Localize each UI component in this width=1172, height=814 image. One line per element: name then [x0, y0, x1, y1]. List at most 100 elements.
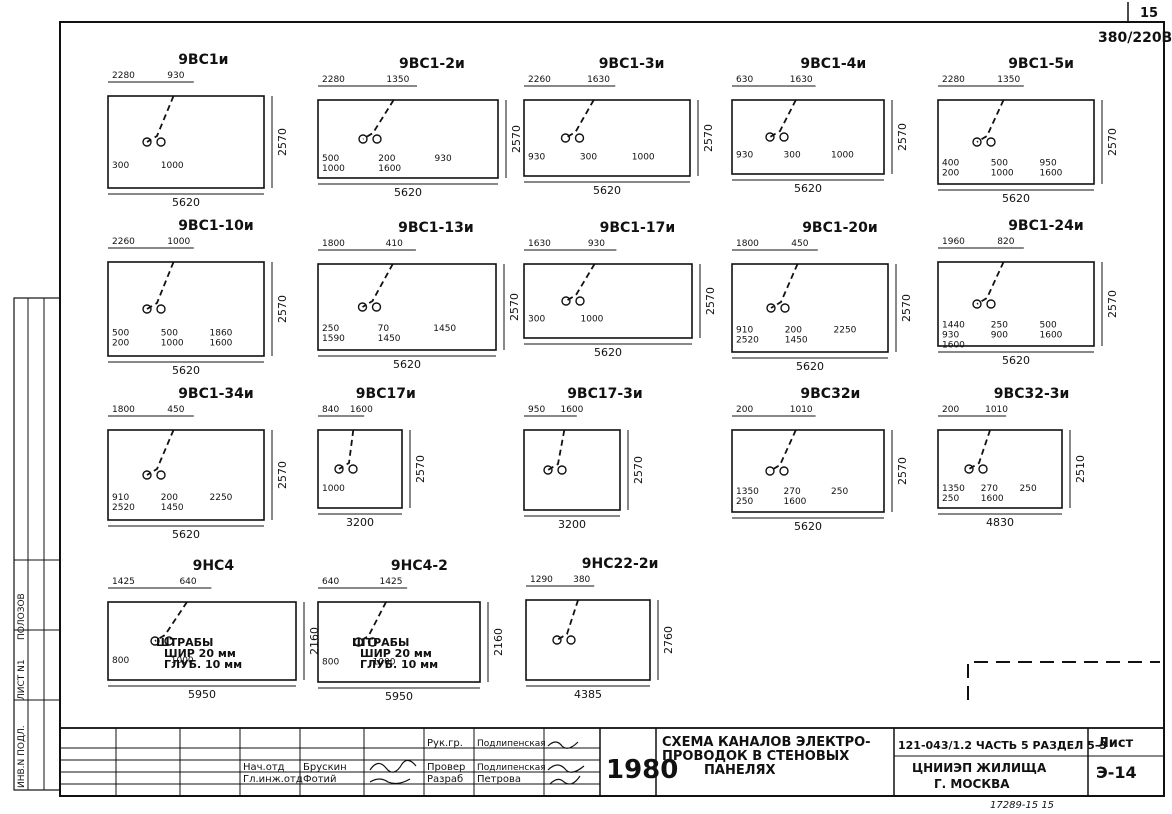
panel-outline	[731, 99, 885, 175]
dim-label: 1600	[942, 341, 965, 351]
dim-width: 5620	[594, 346, 622, 359]
channel-path	[146, 95, 175, 143]
drawing-title-line2: ПРОВОДОК В СТЕНОВЫХ	[662, 749, 849, 764]
dim-label: 200	[785, 326, 802, 336]
dim-label: 1630	[528, 239, 551, 249]
dim-label: 910	[736, 326, 753, 336]
dim-label: 300	[784, 151, 801, 161]
dim-label: 270	[981, 484, 998, 494]
outlet-box	[574, 133, 585, 143]
dim-height: 2760	[662, 626, 675, 654]
panel-title: 9ВС1-17и	[600, 220, 676, 236]
panel-outline	[525, 599, 651, 681]
dim-height: 2570	[276, 295, 289, 323]
channel-path	[154, 601, 188, 642]
dim-label: 2280	[942, 75, 965, 85]
panel-title: 9НС4	[193, 558, 235, 574]
dim-label: 1450	[785, 336, 808, 346]
dim-width: 5620	[1002, 354, 1030, 367]
outlet-box	[986, 299, 996, 309]
dim-label: 450	[167, 405, 184, 415]
dim-label: 1000	[171, 656, 194, 666]
outlet-box	[142, 470, 152, 480]
year: 1980	[606, 755, 678, 785]
panel-outline	[317, 99, 499, 179]
dim-label: 1600	[210, 338, 233, 348]
dim-height: 2160	[492, 628, 505, 656]
dim-label: 930	[942, 331, 959, 341]
dim-label: 1600	[981, 494, 1004, 504]
name-1: Брускин	[303, 762, 347, 773]
panel-outline	[107, 429, 265, 521]
dim-width: 5620	[172, 528, 200, 541]
dim-label: 1600	[1040, 169, 1063, 179]
dim-height: 2160	[308, 627, 321, 655]
dim-label: 1350	[997, 75, 1020, 85]
bottom-code: 17289-15 15	[990, 800, 1054, 811]
signature-4	[547, 764, 585, 773]
dim-height: 2570	[702, 124, 715, 152]
panel-title: 9ВС32-3и	[994, 386, 1070, 402]
outlet-box	[780, 303, 790, 313]
dim-label: 2280	[322, 75, 345, 85]
strip-note-line2: ШИР 20 мм	[360, 647, 432, 660]
outlet-box	[765, 466, 775, 476]
dim-label: 1600	[378, 164, 401, 174]
dim-label: 200	[942, 169, 959, 179]
dim-width: 3200	[346, 516, 374, 529]
outlet-box	[561, 296, 571, 306]
signature-1	[369, 759, 417, 773]
dim-label: 1590	[322, 334, 345, 344]
name-5: Петрова	[477, 774, 521, 785]
role-1: Нач.отд	[243, 762, 285, 773]
dim-label: 500	[161, 328, 178, 338]
panel-outline	[317, 263, 497, 351]
dim-label: 1425	[112, 577, 135, 587]
project-code: 121-043/1.2 ЧАСТЬ 5 РАЗДЕЛ 5-3	[898, 739, 1107, 752]
dim-label: 900	[991, 331, 1008, 341]
outlet-box	[358, 134, 368, 144]
panel-title: 9ВС17-3и	[567, 386, 643, 402]
dim-label: 1000	[161, 161, 184, 171]
dim-label: 270	[784, 487, 801, 497]
name-3: Подлипенская	[477, 739, 546, 749]
panel-outline	[523, 263, 693, 339]
dim-label: 1630	[587, 75, 610, 85]
outlet-box	[156, 304, 166, 314]
dim-label: 1000	[831, 151, 854, 161]
panel-title: 9НС4-2	[391, 558, 448, 574]
dim-label: 250	[1020, 484, 1037, 494]
dim-label: 380	[573, 575, 590, 585]
panel-outline	[731, 429, 885, 513]
sheet-number: Э-14	[1096, 763, 1137, 782]
dim-width: 5620	[393, 358, 421, 371]
dim-label: 950	[1040, 159, 1057, 169]
dim-label: 300	[112, 161, 129, 171]
dim-width: 5620	[172, 364, 200, 377]
dim-label: 930	[435, 154, 452, 164]
outlet-box	[156, 137, 166, 147]
panel-outline	[523, 429, 621, 511]
dim-label: 200	[161, 493, 178, 503]
dim-label: 300	[580, 152, 597, 162]
org-line1: ЦНИИЭП ЖИЛИЩА	[912, 761, 1047, 775]
dim-label: 930	[588, 239, 605, 249]
dim-label: 1010	[985, 405, 1008, 415]
dim-label: 250	[942, 494, 959, 504]
panel-title: 9ВС1-3и	[599, 56, 665, 72]
dim-label: 2520	[736, 336, 759, 346]
panel-title: 9ВС1-20и	[802, 220, 878, 236]
signature-5	[549, 775, 581, 785]
